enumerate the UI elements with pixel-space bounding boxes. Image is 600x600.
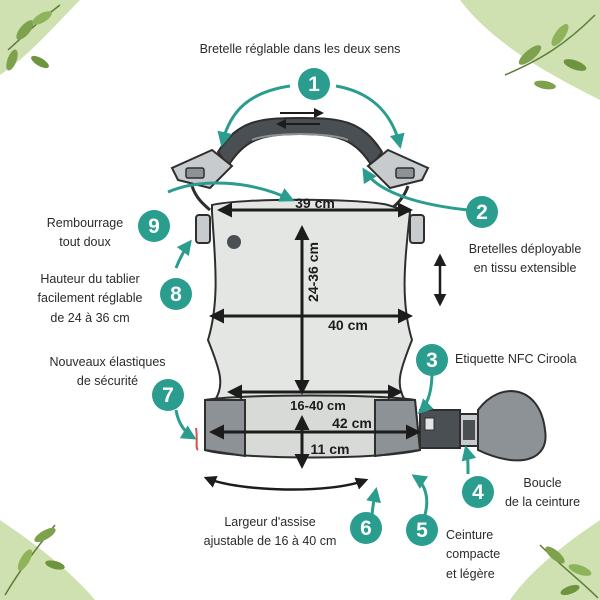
dimension-label-belt-width: 42 cm	[332, 415, 372, 431]
badge-circle	[152, 379, 184, 411]
feature-label-7: Nouveaux élastiques de sécurité	[49, 355, 166, 389]
feature-badges: 1 2 3 4 5 6 7 8 9	[138, 68, 498, 546]
feature-label-3: Etiquette NFC Ciroola	[455, 352, 577, 366]
badge-number: 2	[476, 201, 488, 224]
feature-badge-9: 9	[138, 210, 170, 242]
feature-label-8: Hauteur du tablier facilement réglable d…	[37, 272, 143, 325]
badge-circle	[406, 514, 438, 546]
leaf-decoration-bottom-right	[510, 520, 600, 600]
badge-circle	[466, 196, 498, 228]
pointer-arrow	[417, 371, 434, 415]
badge-circle	[298, 68, 330, 100]
badge-number: 8	[170, 283, 182, 306]
dimension-label-height: 24-36 cm	[305, 242, 321, 302]
feature-badge-4: 4	[462, 476, 494, 508]
badge-number: 5	[416, 519, 428, 542]
badge-circle	[462, 476, 494, 508]
badge-circle	[138, 210, 170, 242]
dimension-label-belt-height: 11 cm	[311, 441, 350, 457]
badge-number: 6	[360, 517, 372, 540]
pointer-arrow	[335, 84, 405, 149]
pointer-arrow	[362, 167, 469, 212]
feature-badge-8: 8	[160, 278, 192, 310]
dimension-label-seat-width: 16-40 cm	[290, 398, 346, 413]
dimension-label-top-width: 39 cm	[295, 195, 335, 211]
feature-badge-3: 3	[416, 344, 448, 376]
feature-badge-7: 7	[152, 379, 184, 411]
feature-label-9: Rembourrage tout doux	[46, 216, 124, 250]
feature-pointers	[167, 84, 477, 519]
feature-badge-6: 6	[350, 512, 382, 544]
feature-badge-5: 5	[406, 514, 438, 546]
badge-circle	[350, 512, 382, 544]
badge-number: 9	[148, 215, 160, 238]
badge-circle	[416, 344, 448, 376]
pointer-arrow	[217, 84, 291, 147]
leaf-decoration-top-left	[0, 0, 80, 75]
shoulder-strap	[170, 116, 430, 244]
feature-label-1: Bretelle réglable dans les deux sens	[199, 42, 401, 56]
feature-label-5: Ceinture compacte et légère	[446, 528, 501, 581]
badge-number: 7	[162, 384, 174, 407]
pointer-arrow	[461, 445, 477, 475]
pointer-arrow	[167, 181, 295, 202]
dimension-arrows: 39 cm 24-36 cm 40 cm 16-40 cm 42 cm 11 cm	[203, 108, 447, 491]
feature-badge-1: 1	[298, 68, 330, 100]
pointer-arrow	[174, 239, 192, 269]
badge-circle	[160, 278, 192, 310]
leaf-decoration-top-right	[460, 0, 600, 100]
pointer-arrow	[174, 409, 197, 440]
badge-number: 1	[308, 73, 320, 96]
pointer-arrow	[411, 474, 429, 519]
badge-number: 3	[426, 349, 438, 372]
leaf-decoration-bottom-left	[0, 520, 95, 600]
feature-label-4: Boucle de la ceinture	[504, 476, 581, 510]
feature-badge-2: 2	[466, 196, 498, 228]
feature-label-6: Largeur d'assise ajustable de 16 à 40 cm	[203, 515, 337, 549]
dimension-label-mid-width: 40 cm	[328, 317, 368, 333]
badge-number: 4	[472, 481, 484, 504]
feature-label-2: Bretelles déployable en tissu extensible	[468, 242, 582, 276]
seat-adjust-arrow	[203, 476, 369, 491]
